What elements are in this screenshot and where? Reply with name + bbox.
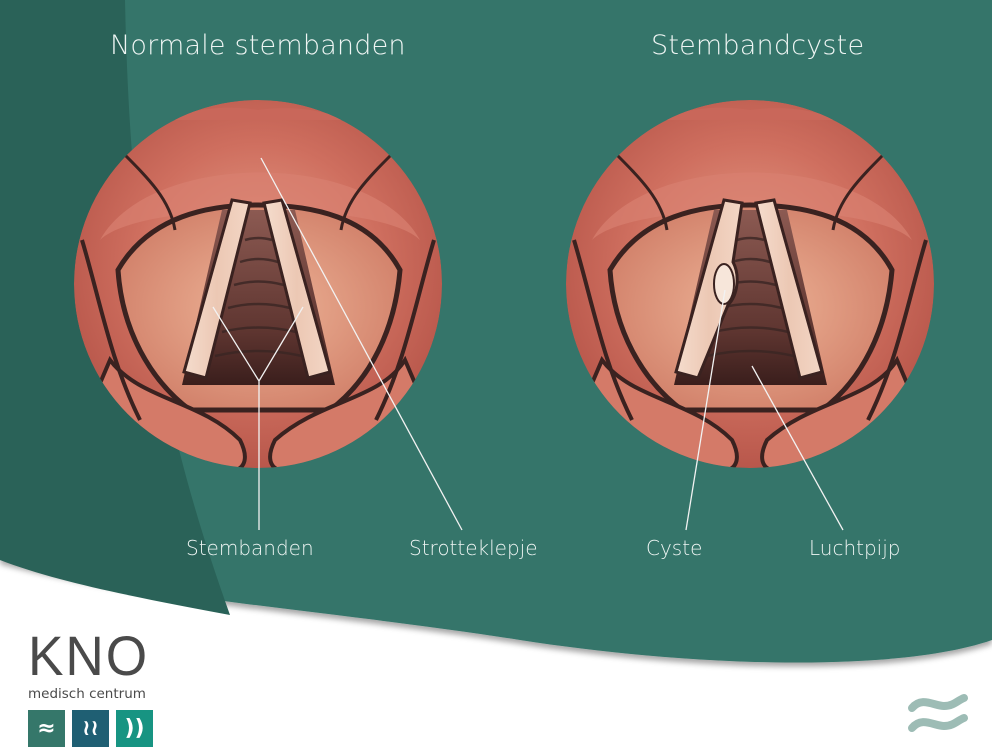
leader-line-strotteklepje (260, 157, 463, 531)
wave-mark-icon (908, 694, 968, 732)
approx-waves-icon: ≈ (28, 710, 65, 747)
label-luchtpijp: Luchtpijp (809, 536, 901, 560)
sound-waves-icon: )) (116, 710, 153, 747)
normal-larynx-illustration (74, 100, 442, 468)
vertical-waves-icon: ≀≀ (72, 710, 109, 747)
label-stembanden: Stembanden (186, 536, 314, 560)
cyst-larynx-illustration (566, 100, 934, 468)
panel-title-cyst: Stembandcyste (651, 30, 865, 61)
leader-line-cyste (685, 289, 726, 531)
label-strotteklepje: Strotteklepje (409, 536, 538, 560)
label-cyste: Cyste (646, 536, 703, 560)
leader-line-luchtpijp (751, 365, 844, 531)
panel-title-normal: Normale stembanden (110, 30, 406, 61)
logo-subtitle: medisch centrum (28, 686, 146, 702)
logo-wordmark: KNO (28, 624, 149, 687)
kno-logo: KNO medisch centrum ≈ ≀≀ )) (28, 628, 188, 747)
leader-line-stembanden (212, 306, 304, 530)
logo-tiles: ≈ ≀≀ )) (28, 710, 188, 747)
